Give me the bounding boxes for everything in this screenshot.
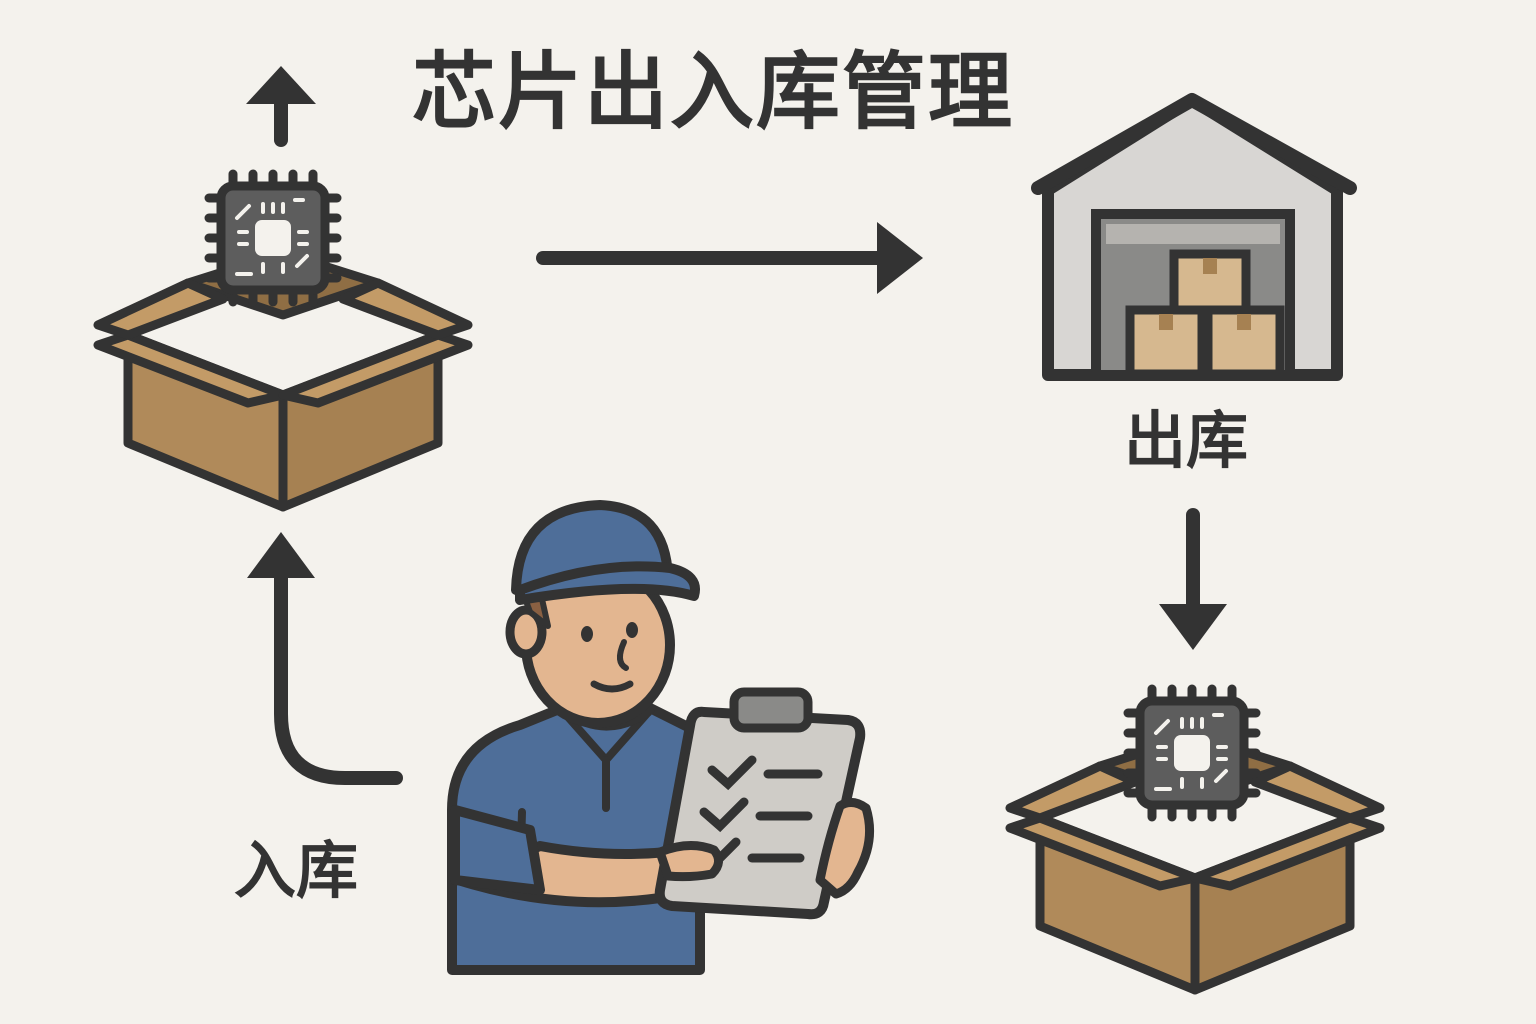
arrow-up-icon <box>246 66 316 147</box>
chip-icon <box>1128 689 1256 817</box>
chip-icon <box>209 174 337 302</box>
hand-icon <box>655 798 875 899</box>
arrow-right-icon <box>536 222 923 294</box>
arrow-down-icon <box>1159 508 1227 650</box>
arrow-curved-icon <box>247 532 403 785</box>
warehouse-icon <box>1031 93 1357 381</box>
inbound-label: 入库 <box>234 834 359 907</box>
page-title: 芯片出入库管理 <box>412 43 1015 141</box>
outbound-label: 出库 <box>1124 404 1249 477</box>
